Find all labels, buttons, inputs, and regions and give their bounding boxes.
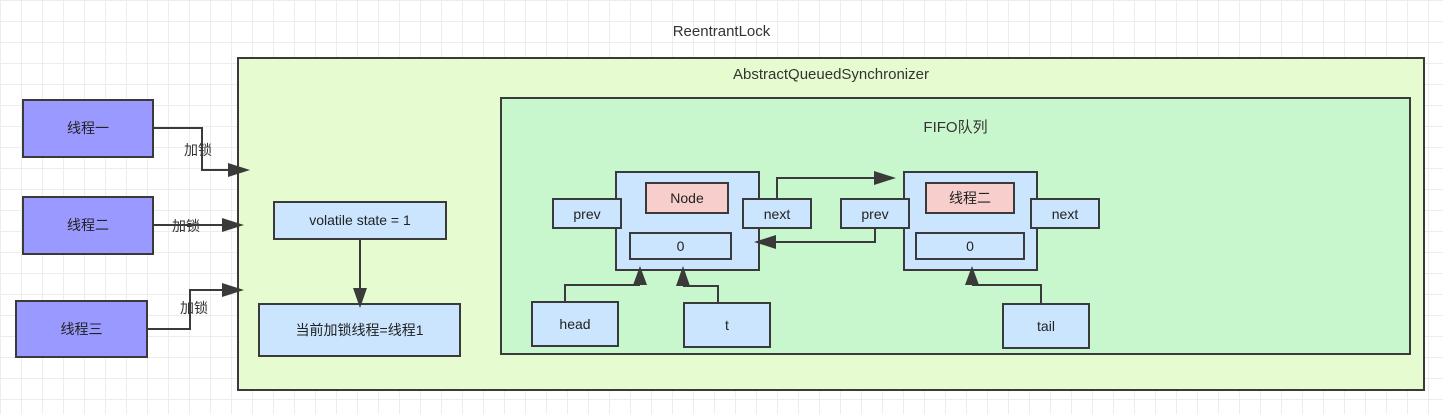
- thread-box-3[interactable]: 线程三: [15, 300, 148, 358]
- lock-label-3: 加锁: [180, 300, 208, 316]
- queue-node-2-prev: prev: [840, 198, 910, 229]
- head-pointer-box: head: [531, 301, 619, 347]
- queue-node-2-label: 线程二: [925, 182, 1015, 214]
- current-lock-owner-box: 当前加锁线程=线程1: [258, 303, 461, 357]
- thread-box-1[interactable]: 线程一: [22, 99, 154, 158]
- t-pointer-box: t: [683, 302, 771, 348]
- thread-box-2[interactable]: 线程二: [22, 196, 154, 255]
- queue-node-1-waitstatus: 0: [629, 232, 732, 260]
- fifo-title: FIFO队列: [923, 119, 988, 136]
- queue-node-2-waitstatus: 0: [915, 232, 1025, 260]
- lock-label-1: 加锁: [184, 142, 212, 158]
- lock-label-2: 加锁: [172, 218, 200, 234]
- volatile-state-box: volatile state = 1: [273, 201, 447, 240]
- queue-node-1-label: Node: [645, 182, 729, 214]
- tail-pointer-box: tail: [1002, 303, 1090, 349]
- queue-node-1-prev: prev: [552, 198, 622, 229]
- reentrantlock-title: ReentrantLock: [672, 23, 771, 40]
- aqs-title: AbstractQueuedSynchronizer: [733, 66, 929, 83]
- queue-node-2-next: next: [1030, 198, 1100, 229]
- queue-node-1-next: next: [742, 198, 812, 229]
